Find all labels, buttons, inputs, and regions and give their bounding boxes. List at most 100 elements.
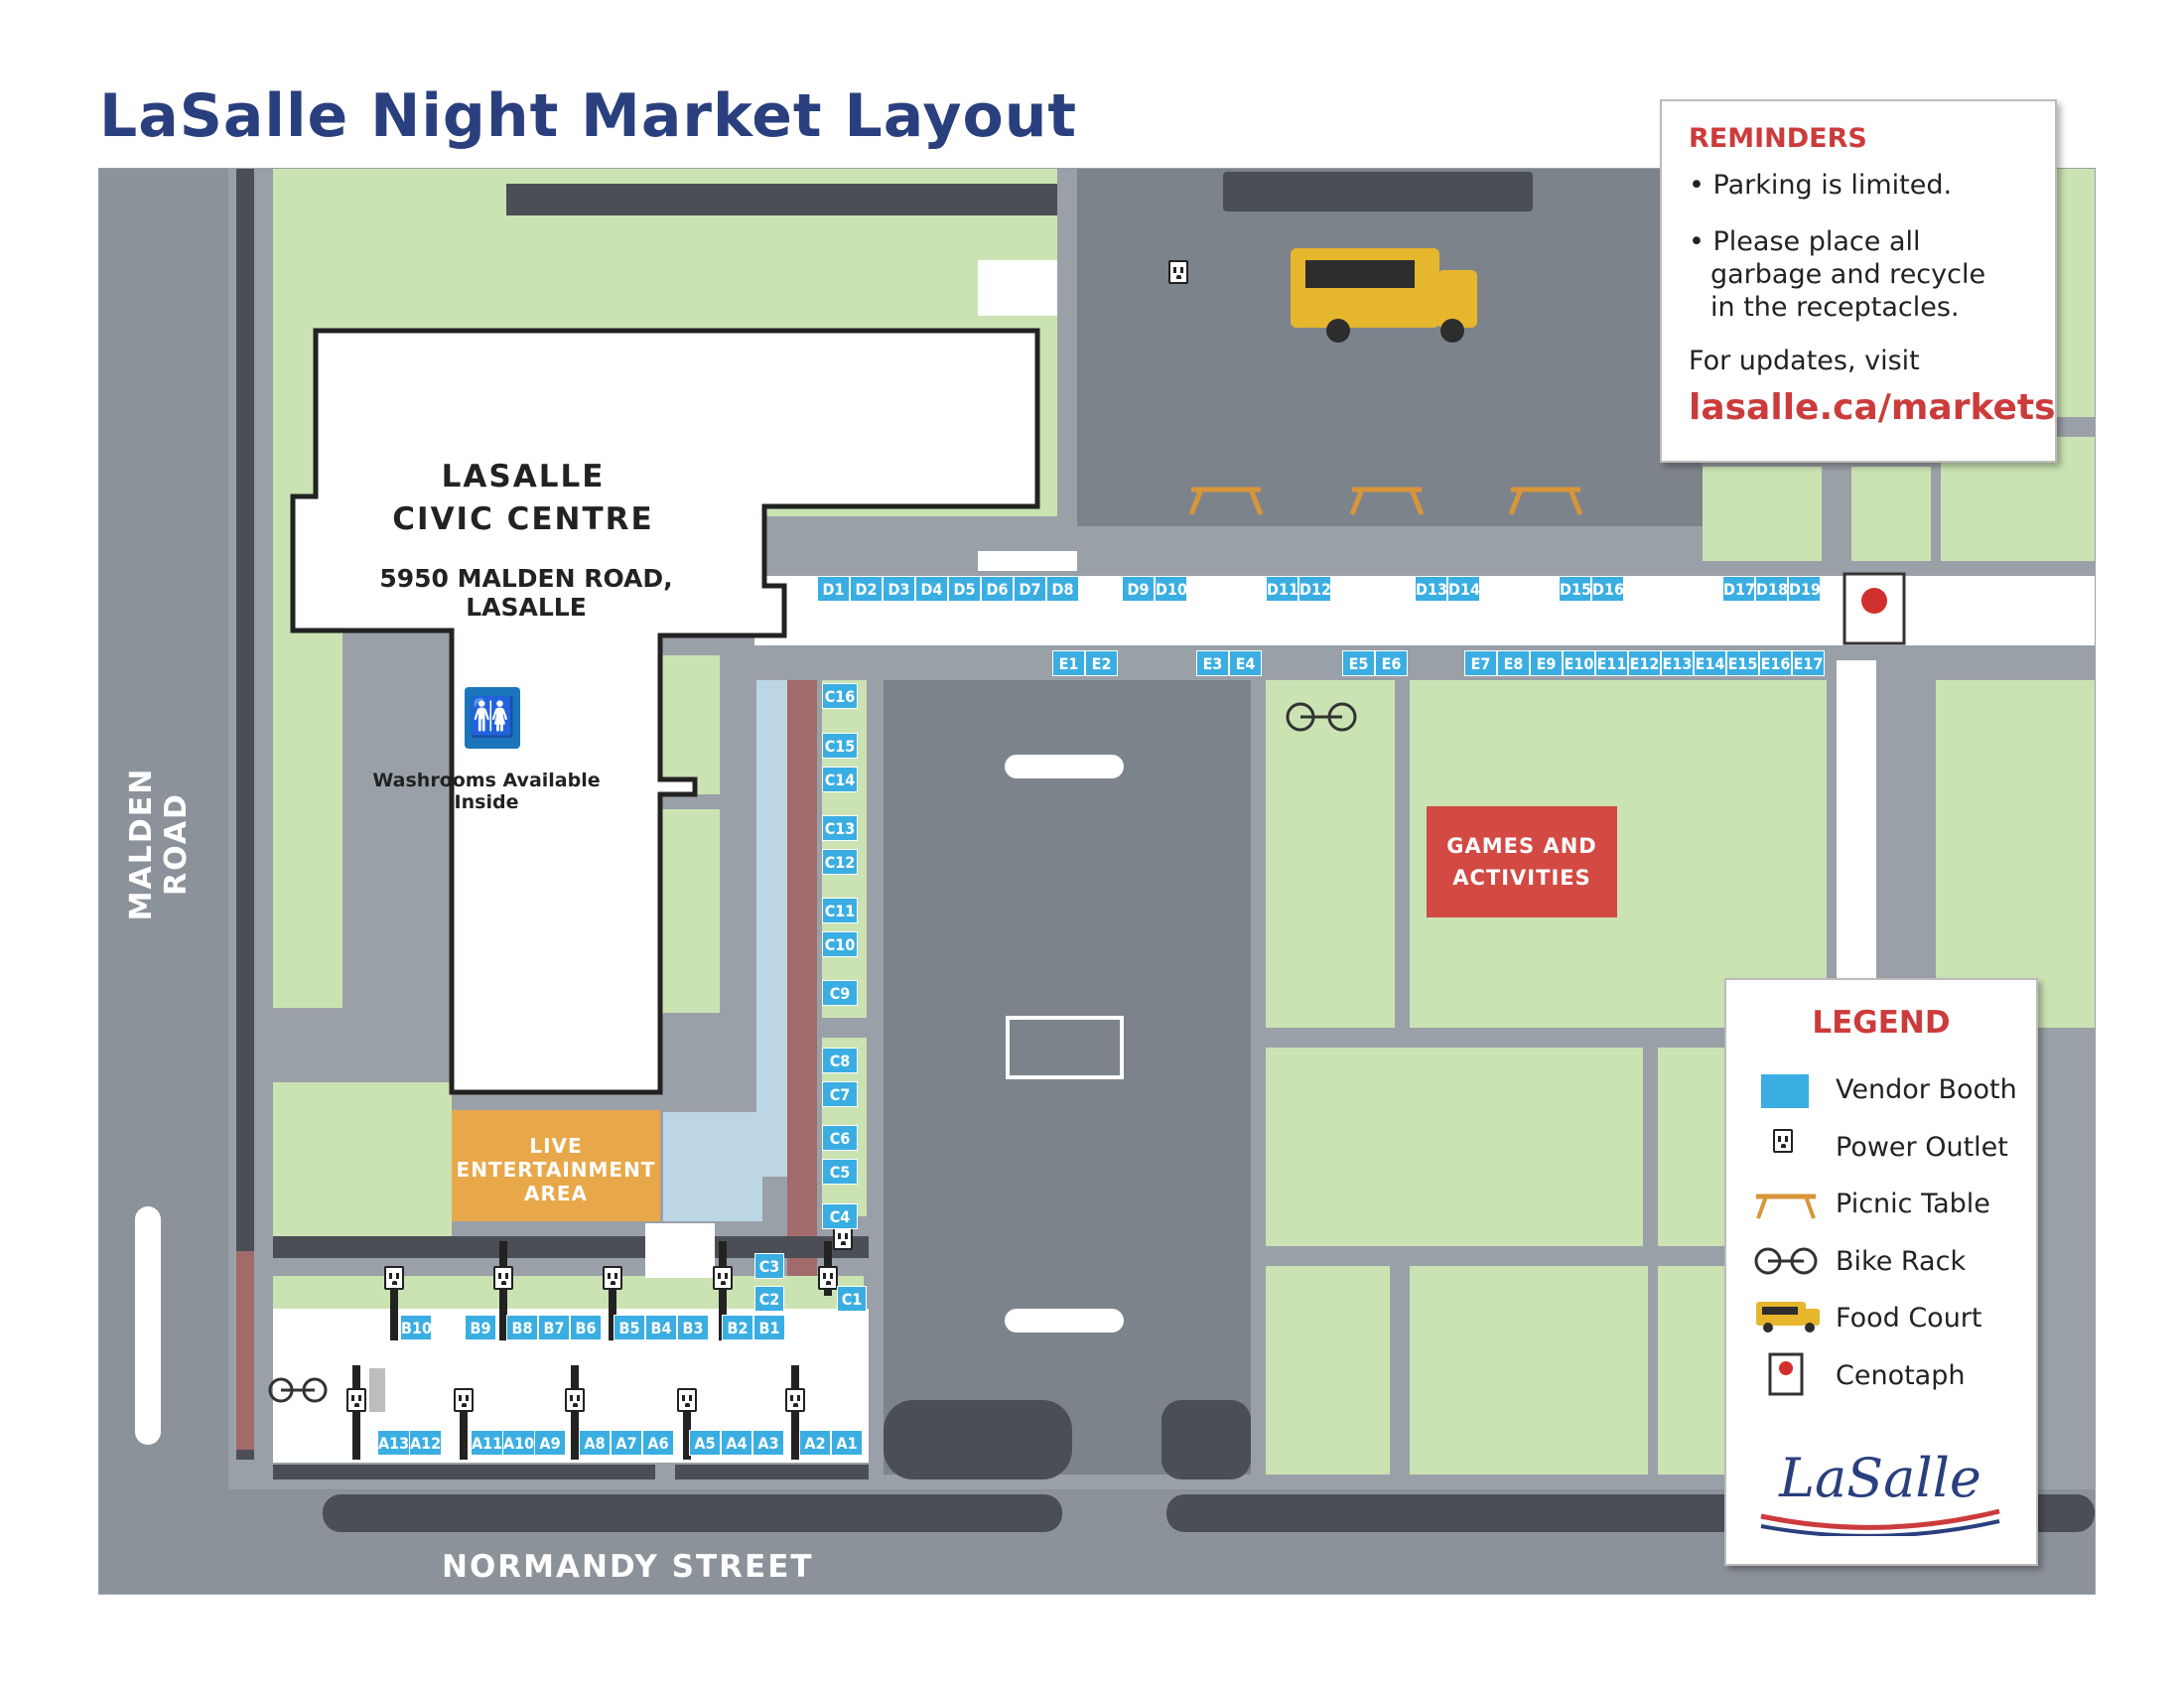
malden-brick: [236, 1251, 254, 1450]
grass-se1: [1266, 1048, 1643, 1246]
power-outlet-icon: [603, 1266, 622, 1290]
power-outlet-icon: [677, 1388, 697, 1412]
vendor-booth-a6: A6: [642, 1430, 674, 1456]
vendor-booth-b1: B1: [753, 1315, 785, 1340]
white-path-east: [1837, 660, 1876, 978]
vendor-booth-b4: B4: [645, 1315, 677, 1340]
vendor-booth-c6: C6: [822, 1125, 858, 1151]
malden-island: [135, 1206, 161, 1445]
malden-road: [99, 169, 228, 1594]
vendor-booth-e15: E15: [1726, 650, 1759, 676]
food-truck-icon: [1756, 1302, 1820, 1333]
market-poles: [352, 1241, 832, 1460]
reminder-item-2-line3: in the receptacles.: [1710, 292, 1960, 323]
legend-swatch-booth: [1761, 1074, 1809, 1108]
live-area-label-2: ENTERTAINMENT: [456, 1158, 656, 1182]
games-label-1: GAMES AND: [1446, 834, 1597, 858]
top-hedge: [506, 184, 1057, 215]
vendor-booth-c14: C14: [822, 767, 858, 792]
vendor-booth-d18: D18: [1755, 576, 1788, 602]
building-address: 5950 MALDEN ROAD, LASALLE: [379, 564, 673, 622]
building-name-line2: CIVIC CENTRE: [392, 501, 654, 537]
reminders-panel: REMINDERS • Parking is limited. • Please…: [1660, 99, 2057, 463]
grass-se3: [1266, 1266, 1390, 1475]
vendor-booth-e16: E16: [1759, 650, 1792, 676]
vendor-booth-d3: D3: [883, 576, 915, 602]
reminder-item-1: • Parking is limited.: [1689, 170, 1953, 201]
vendor-booth-e14: E14: [1694, 650, 1726, 676]
grass-east-col: [1266, 680, 1395, 1028]
vendor-booth-a3: A3: [752, 1430, 784, 1456]
power-outlet-icon: [454, 1388, 474, 1412]
grass-mid2: [660, 809, 720, 1013]
vendor-booth-a8: A8: [579, 1430, 611, 1456]
picnic-table-icon: [1756, 1194, 1816, 1219]
power-outlet-icon: [565, 1388, 585, 1412]
vendor-booth-c4: C4: [822, 1203, 858, 1229]
civic-centre-building: [290, 328, 1040, 1095]
street-label-normandy: NORMANDY STREET: [442, 1549, 814, 1585]
legend-label-bike-rack: Bike Rack: [1836, 1246, 1967, 1277]
malden-median: [236, 169, 254, 1460]
vendor-booth-c16: C16: [822, 683, 858, 709]
vendor-booth-d16: D16: [1591, 576, 1624, 602]
power-outlet-icon: [713, 1266, 733, 1290]
vendor-booth-b7: B7: [538, 1315, 570, 1340]
vendor-booth-d10: D10: [1155, 576, 1187, 602]
water-channel: [756, 680, 788, 1177]
power-outlet-icon: [818, 1266, 838, 1290]
power-outlet-icon: [1168, 260, 1188, 284]
vendor-booth-d2: D2: [850, 576, 883, 602]
logo-wave: [1760, 1508, 2000, 1536]
white-pad: [978, 260, 1057, 316]
vendor-booth-b10: B10: [400, 1315, 432, 1340]
vendor-booth-e12: E12: [1628, 650, 1661, 676]
bike-rack-icons: [268, 702, 1357, 1403]
grass-se4: [1410, 1266, 1648, 1475]
vendor-booth-c10: C10: [822, 931, 858, 957]
vendor-booth-e10: E10: [1563, 650, 1595, 676]
lot-exit-west: [884, 1400, 1072, 1479]
vendor-booth-c2: C2: [754, 1286, 784, 1312]
grass-e2: [1851, 467, 1931, 561]
vendor-booth-a2: A2: [799, 1430, 831, 1456]
reminder-item-1-text: Parking is limited.: [1712, 170, 1953, 201]
lot-exit-east: [1161, 1400, 1251, 1479]
vendor-booth-b3: B3: [677, 1315, 709, 1340]
live-area-label-3: AREA: [523, 1182, 589, 1205]
vendor-booth-a13: A13: [377, 1430, 410, 1456]
vendor-booth-e6: E6: [1375, 650, 1408, 676]
vendor-booth-c3: C3: [754, 1253, 784, 1279]
legend-label-vendor-booth: Vendor Booth: [1836, 1074, 2017, 1105]
grass-far-e: [1936, 680, 2095, 1028]
vendor-booth-d1: D1: [817, 576, 850, 602]
vendor-booth-e5: E5: [1342, 650, 1375, 676]
normandy-median-west: [323, 1494, 1062, 1532]
north-lot: [1077, 169, 1703, 526]
vendor-booth-e4: E4: [1229, 650, 1262, 676]
vendor-booth-b6: B6: [570, 1315, 602, 1340]
vendor-booth-b9: B9: [465, 1315, 496, 1340]
legend-label-food-court: Food Court: [1836, 1303, 1982, 1334]
power-outlet-icon: [785, 1388, 805, 1412]
vendor-booth-a9: A9: [534, 1430, 566, 1456]
vendor-booth-b5: B5: [614, 1315, 645, 1340]
vendor-booth-d5: D5: [948, 576, 981, 602]
vendor-booth-c8: C8: [822, 1048, 858, 1073]
building-name-line1: LASALLE: [441, 459, 606, 494]
north-lot-hedge: [1223, 172, 1533, 211]
brick-strip: [787, 680, 817, 1316]
vendor-booth-c12: C12: [822, 849, 858, 875]
vendor-booth-d6: D6: [981, 576, 1014, 602]
map-title: LaSalle Night Market Layout: [99, 81, 1078, 151]
island-bottom: [1005, 1309, 1124, 1333]
vendor-booth-c9: C9: [822, 980, 858, 1006]
grass-e1: [1703, 467, 1822, 561]
island-mid: [1006, 1016, 1124, 1079]
power-outlet-icon: [493, 1266, 513, 1290]
vendor-booth-e3: E3: [1196, 650, 1229, 676]
reminder-item-2-line2: garbage and recycle: [1710, 259, 1986, 290]
vendor-booth-e17: E17: [1792, 650, 1825, 676]
vendor-booth-a10: A10: [502, 1430, 535, 1456]
updates-link[interactable]: lasalle.ca/markets: [1689, 387, 2056, 428]
